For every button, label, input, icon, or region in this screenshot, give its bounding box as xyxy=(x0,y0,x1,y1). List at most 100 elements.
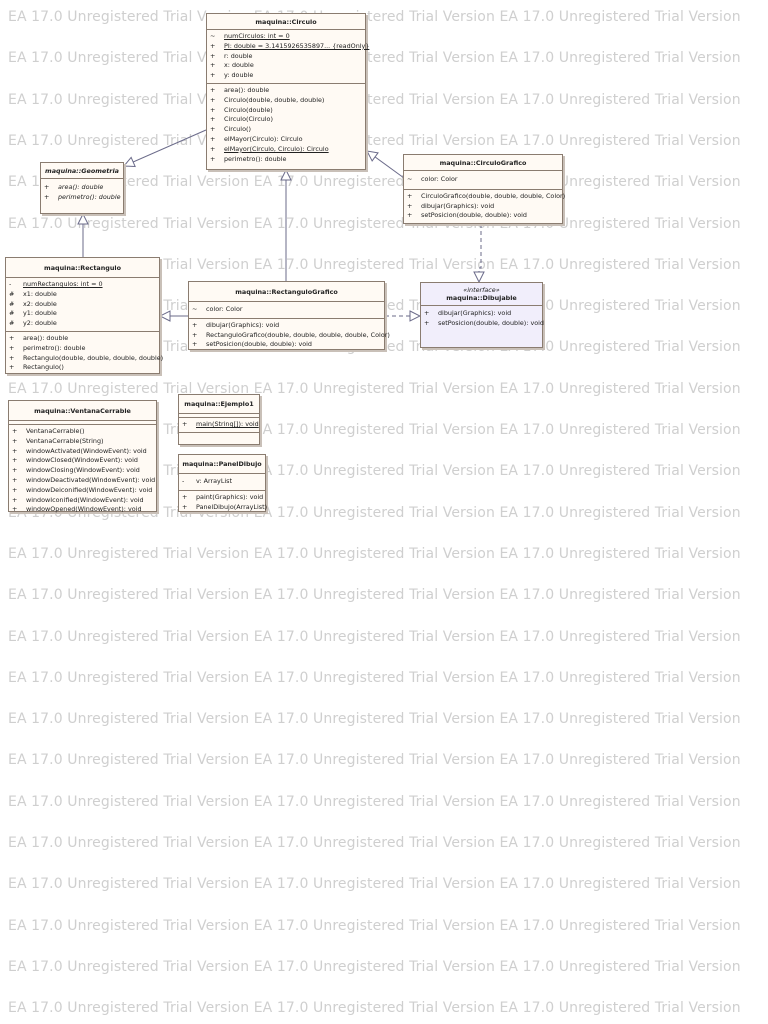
class-circulografico-name: maquina::CirculoGrafico xyxy=(404,155,562,171)
member-visibility: # xyxy=(9,319,15,328)
member-visibility: ~ xyxy=(210,32,216,40)
member-text: PI: double = 3.1415926535897... {readOnl… xyxy=(224,41,370,50)
member-text: x1: double xyxy=(23,289,57,298)
member-text: windowDeiconified(WindowEvent): void xyxy=(26,485,153,494)
member-visibility: + xyxy=(210,51,216,60)
edge-circulografico-circulo xyxy=(367,151,405,179)
member-row: +windowClosed(WindowEvent): void xyxy=(12,456,153,466)
member-row: + Circulo(Circulo) xyxy=(210,115,362,125)
member-visibility: + xyxy=(210,41,216,50)
member-text: color: Color xyxy=(206,305,243,313)
member-visibility: - xyxy=(182,477,185,485)
member-visibility: + xyxy=(12,505,18,514)
class-geometria-name: maquina::Geometria xyxy=(41,163,123,179)
member-row: +PanelDibujo(ArrayList) xyxy=(182,502,267,513)
member-row: + dibujar(Graphics): void xyxy=(424,309,539,319)
member-row: +windowClosing(WindowEvent): void xyxy=(12,466,153,476)
member-row: + RectanguloGrafico(double, double, doubl… xyxy=(192,330,390,341)
member-text: perimetro(): double xyxy=(23,343,86,352)
member-text: dibujar(Graphics): void xyxy=(438,309,512,317)
class-rectangulografico[interactable]: maquina::RectanguloGrafico ~color: Color… xyxy=(188,281,390,352)
member-visibility: + xyxy=(182,502,188,511)
member-text: elMayor(Circulo, Circulo): Circulo xyxy=(224,144,329,153)
member-visibility: + xyxy=(182,492,188,501)
member-visibility: + xyxy=(12,466,18,475)
member-row: +VentanaCerrable() xyxy=(12,427,153,437)
member-row: +perimetro(): double xyxy=(44,193,121,203)
class-circulo-operations: +area(): double+Circulo(double, double, … xyxy=(207,84,365,166)
member-row: +CirculoGrafico(double, double, double, … xyxy=(407,191,565,202)
member-row: +main(String[]): void xyxy=(182,420,259,430)
class-ejemplo1[interactable]: maquina::Ejemplo1 +main(String[]): void xyxy=(178,394,260,445)
member-text: main(String[]): void xyxy=(196,420,259,428)
member-row: +windowOpened(WindowEvent): void xyxy=(12,505,153,515)
member-row: + PI: double = 3.1415926535897... {readOn… xyxy=(210,41,369,52)
member-visibility: + xyxy=(424,309,430,317)
member-row: ~numCirculos: int = 0 xyxy=(210,32,362,42)
member-visibility: + xyxy=(407,191,413,200)
class-circulografico-operations: +CirculoGrafico(double, double, double, … xyxy=(404,190,565,223)
member-text: windowDeactivated(WindowEvent): void xyxy=(26,475,156,484)
member-row: +windowIconified(WindowEvent): void xyxy=(12,496,153,506)
class-circulo-name: maquina::Circulo xyxy=(207,14,365,30)
class-rectangulo-name: maquina::Rectangulo xyxy=(6,258,159,278)
class-paneldibujo[interactable]: maquina::PanelDibujo -v: ArrayList +pain… xyxy=(178,454,267,513)
member-row: +Rectangulo(double, double, double, doub… xyxy=(9,354,163,364)
member-row: ~color: Color xyxy=(407,175,559,185)
class-circulo-attributes: ~numCirculos: int = 0+PI: double = 3.141… xyxy=(207,30,369,84)
member-visibility: + xyxy=(210,105,216,114)
class-ejemplo1-attributes xyxy=(179,414,259,418)
member-visibility: + xyxy=(424,318,430,327)
member-text: paint(Graphics): void xyxy=(196,492,264,501)
class-paneldibujo-name: maquina::PanelDibujo xyxy=(179,455,265,474)
member-row: +x: double xyxy=(210,61,362,71)
class-rectangulo-attributes: -numRectangulos: int = 0#x1: double#x2: … xyxy=(6,278,159,332)
class-circulo[interactable]: maquina::Circulo ~numCirculos: int = 0+P… xyxy=(206,13,369,170)
member-visibility: + xyxy=(12,485,18,494)
interface-dibujable-stereotype: «interface» xyxy=(463,286,500,294)
member-row: +Circulo() xyxy=(210,125,362,135)
member-row: #y1: double xyxy=(9,309,156,319)
class-geometria[interactable]: maquina::Geometria + area(): double+perim… xyxy=(40,162,124,214)
member-text: area(): double xyxy=(58,183,104,191)
class-ventanacerrable[interactable]: maquina::VentanaCerrable +VentanaCerrabl… xyxy=(8,400,157,515)
class-circulografico[interactable]: maquina::CirculoGrafico ~color: Color +C… xyxy=(403,154,565,224)
member-text: Circulo() xyxy=(224,125,251,134)
member-visibility: + xyxy=(192,340,198,349)
member-row: + area(): double xyxy=(44,183,120,193)
member-visibility: + xyxy=(9,343,15,352)
member-row: -numRectangulos: int = 0 xyxy=(9,280,156,290)
class-rectangulo-operations: +area(): double+perimetro(): double+Rect… xyxy=(6,332,163,375)
class-rectangulo[interactable]: maquina::Rectangulo -numRectangulos: int… xyxy=(5,257,163,375)
member-text: dibujar(Graphics): void xyxy=(421,201,495,210)
edge-circulo-geometria xyxy=(124,129,207,166)
member-visibility: + xyxy=(12,427,18,435)
class-ejemplo1-operations: +main(String[]): void xyxy=(179,418,259,433)
member-text: y: double xyxy=(224,71,254,80)
member-visibility: + xyxy=(44,183,50,191)
class-ventanacerrable-name: maquina::VentanaCerrable xyxy=(9,401,156,421)
member-text: RectanguloGrafico(double, double, double… xyxy=(206,330,390,339)
class-rectangulografico-operations: + dibujar(Graphics): void + RectanguloGrafi… xyxy=(189,319,390,352)
member-visibility: + xyxy=(210,85,216,94)
member-text: windowActivated(WindowEvent): void xyxy=(26,446,147,455)
member-text: area(): double xyxy=(224,85,270,94)
member-visibility: + xyxy=(12,456,18,465)
member-visibility: + xyxy=(9,333,15,342)
member-visibility: + xyxy=(210,95,216,104)
member-visibility: + xyxy=(407,201,413,210)
member-visibility: - xyxy=(9,280,12,288)
member-text: dibujar(Graphics): void xyxy=(206,320,280,329)
member-text: y1: double xyxy=(23,309,57,318)
member-row: #y2: double xyxy=(9,319,156,329)
member-text: Circulo(Circulo) xyxy=(224,115,273,124)
member-visibility: + xyxy=(192,330,198,339)
member-visibility: + xyxy=(210,115,216,124)
member-row: + dibujar(Graphics): void xyxy=(407,202,559,212)
member-visibility: + xyxy=(210,154,216,163)
class-geometria-operations: + area(): double +perimetro(): double xyxy=(41,179,123,205)
interface-dibujable-name: «interface» maquina::Dibujable xyxy=(421,283,542,306)
member-text: Circulo(double) xyxy=(224,105,273,114)
member-row: +setPosicion(double, double): void xyxy=(424,318,544,329)
interface-dibujable[interactable]: «interface» maquina::Dibujable + dibujar(… xyxy=(420,282,544,348)
